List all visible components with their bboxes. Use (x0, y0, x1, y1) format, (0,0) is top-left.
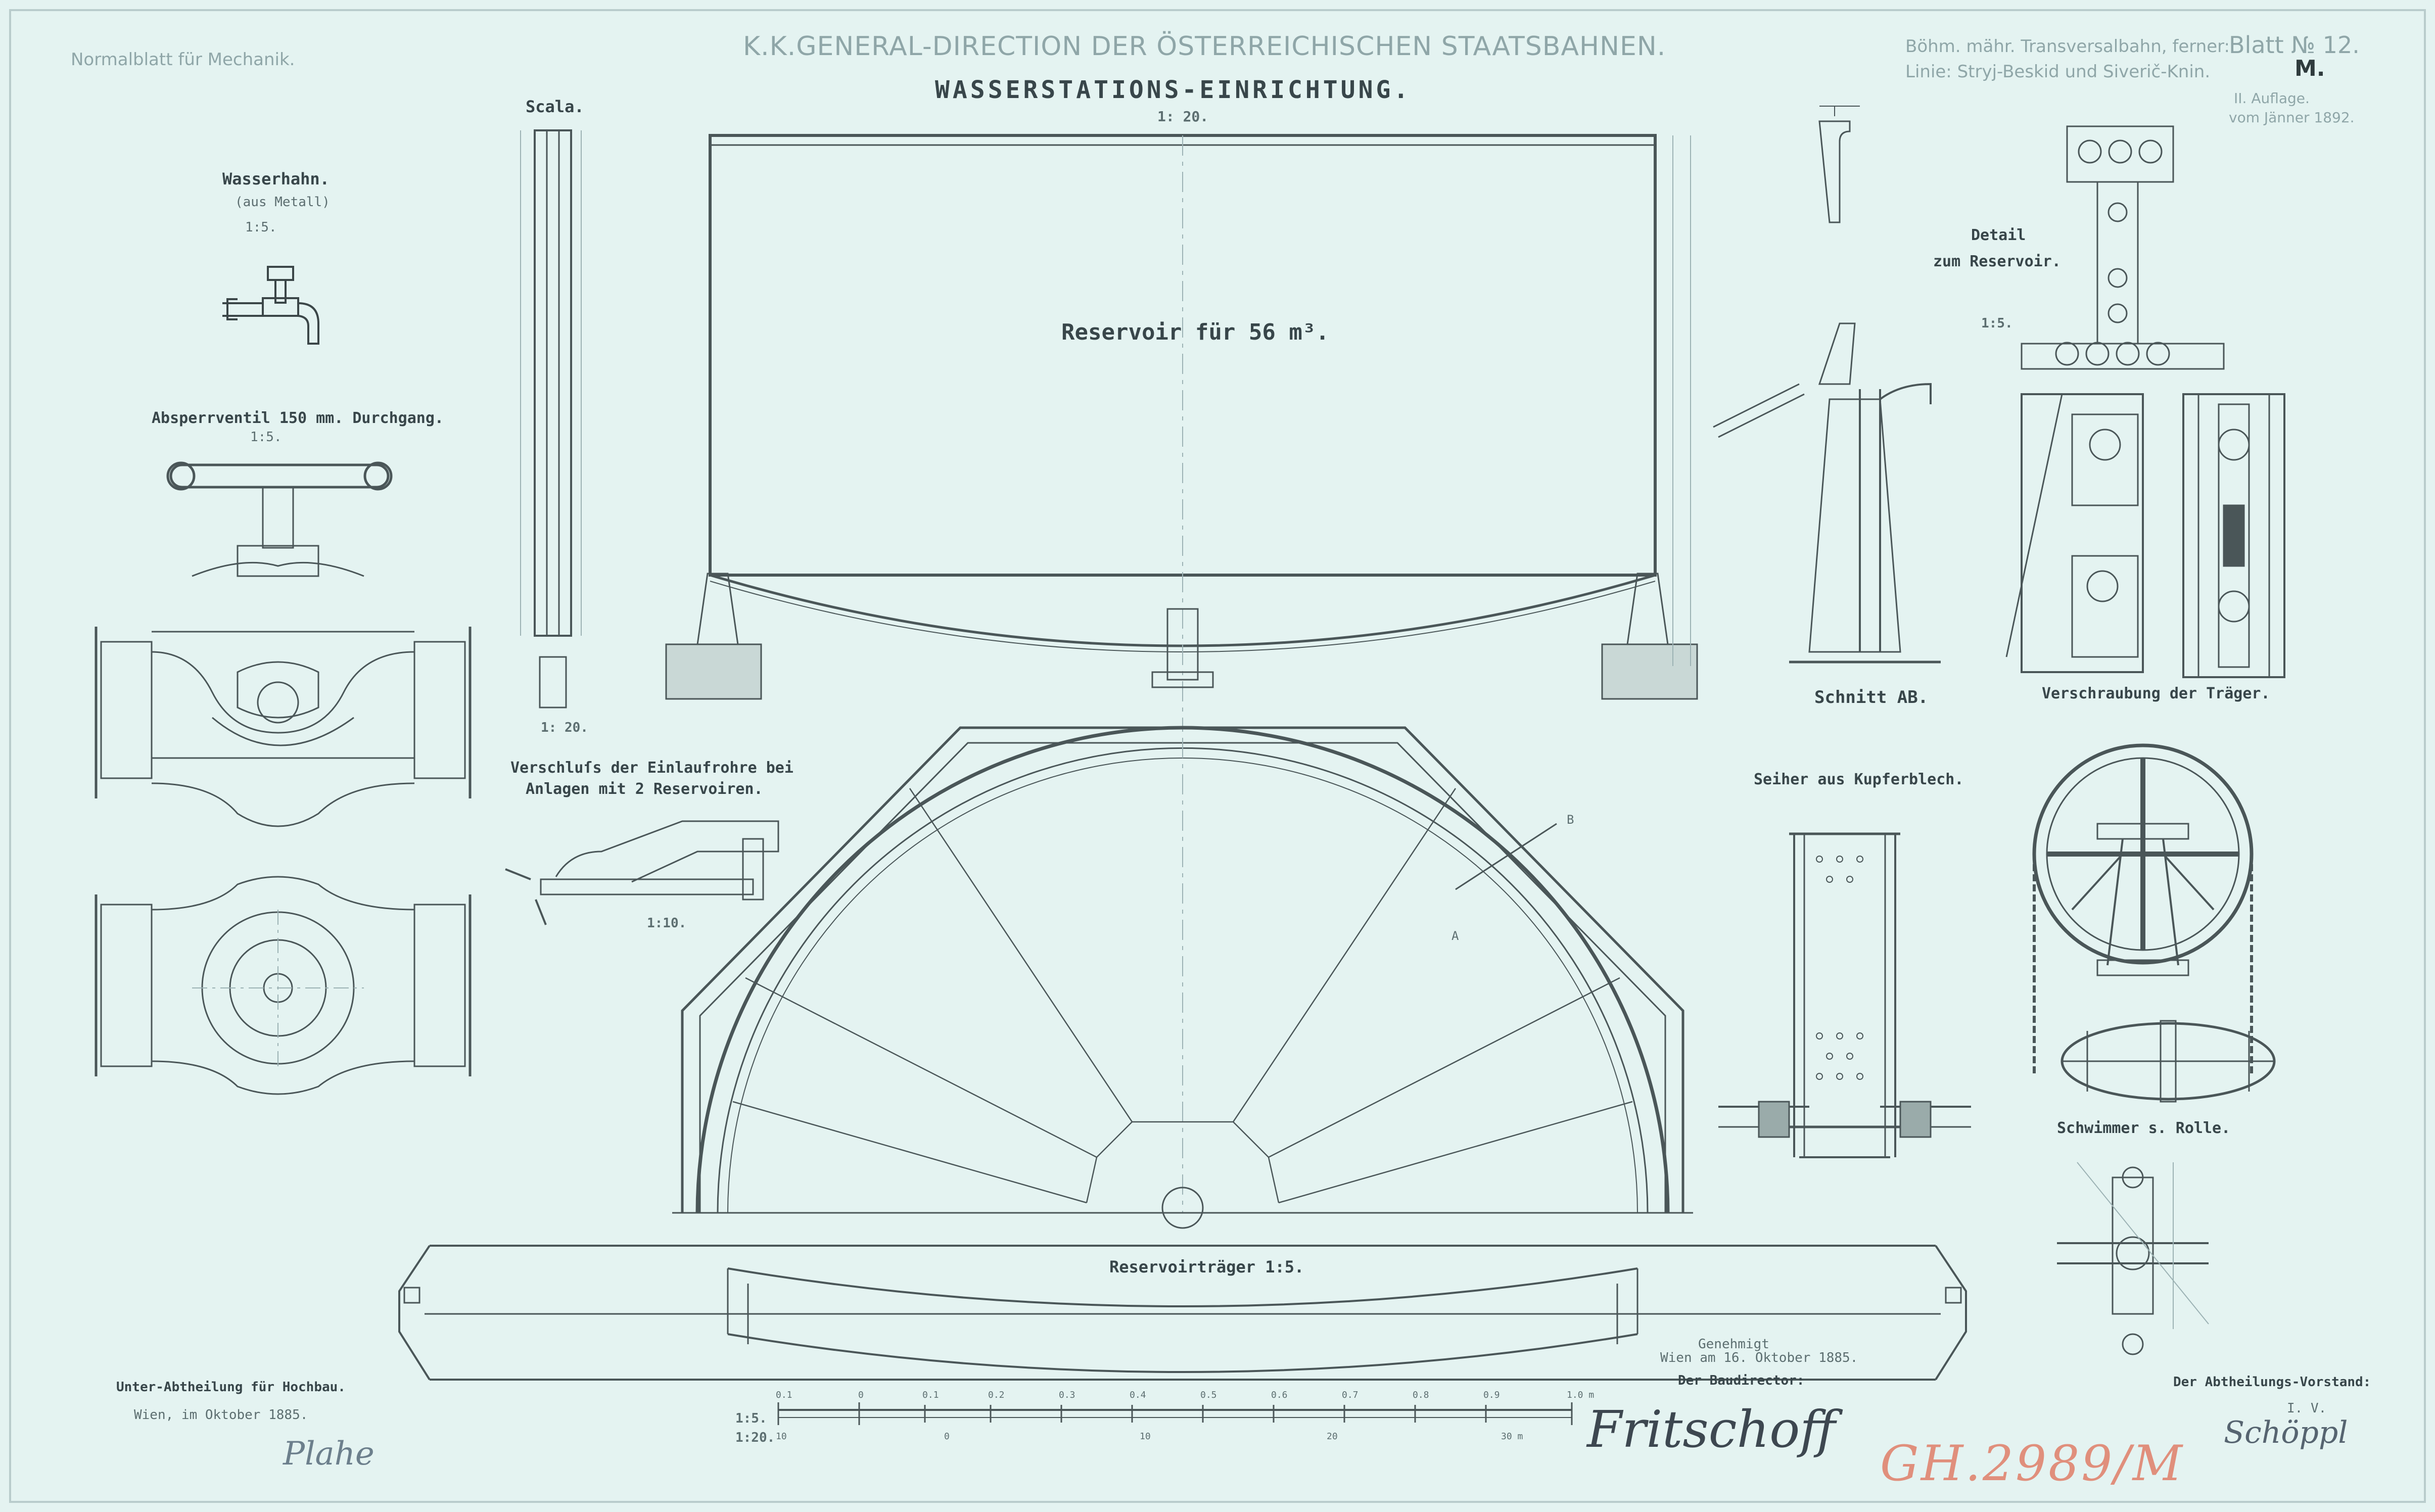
inlet-seal-drawing (505, 820, 779, 925)
reservoir-title: Reservoir für 56 m³. (1061, 319, 1329, 345)
scale-tick-bottom: 10 (1140, 1431, 1151, 1442)
baudirector-label: Der Baudirector: (1678, 1373, 1805, 1388)
reservoir-beam-drawing (398, 1245, 1967, 1381)
signature-center: Fritschoff (1587, 1400, 1836, 1459)
edition: II. Auflage. (2234, 90, 2310, 107)
scala-scale: 1: 20. (541, 720, 588, 735)
verschluss-scale: 1:10. (647, 916, 687, 931)
scale-tick: 1.0 m (1567, 1390, 1595, 1400)
reservoirtraeger-title: Reservoirträger 1:5. (1109, 1257, 1304, 1277)
edition-date: vom Jänner 1892. (2229, 109, 2355, 126)
normalblatt-label: Normalblatt für Mechanik. (71, 50, 295, 70)
wasserhahn-note: (aus Metall) (235, 195, 330, 210)
reservoir-scale: 1: 20. (1157, 108, 1209, 125)
directorate-heading: K.K.GENERAL-DIRECTION DER ÖSTERREICHISCH… (743, 31, 1666, 62)
seiher-title: Seiher aus Kupferblech. (1754, 771, 1964, 788)
sheet-title: WASSERSTATIONS-EINRICHTUNG. (935, 76, 1412, 104)
sheet-border (9, 9, 2426, 1503)
scale-tick: 0.7 (1342, 1390, 1359, 1400)
scale-tick: 0.8 (1413, 1390, 1429, 1400)
reservoir-detail-drawing (1713, 106, 2285, 678)
reservoir-plan-drawing (672, 726, 1693, 1229)
scale-tick: 0.1 (776, 1390, 792, 1400)
scale-tick-bottom: 20 (1327, 1431, 1338, 1442)
scale-label-2: 1:20. (735, 1430, 775, 1445)
scale-tick: 0.9 (1483, 1390, 1500, 1400)
verschluss-title-2: Anlagen mit 2 Reservoiren. (526, 780, 763, 798)
absperrventil-title: Absperrventil 150 mm. Durchgang. (152, 409, 444, 427)
blatt-number: Blatt № 12. (2229, 31, 2360, 59)
railway-lines-1: Böhm. mähr. Transversalbahn, ferner: (1905, 36, 2230, 57)
absperrventil-scale: 1:5. (250, 430, 282, 445)
scale-bar (777, 1402, 1573, 1425)
reservoir-drawing (665, 134, 1698, 732)
scale-tick-bottom: 10 (776, 1431, 787, 1442)
archive-stamp: GH.2989/M (1880, 1435, 2184, 1492)
scale-tick: 0.1 (922, 1390, 939, 1400)
railway-lines-2: Linie: Stryj-Beskid und Siverič-Knin. (1905, 62, 2211, 82)
schwimmer-title: Schwimmer s. Rolle. (2057, 1119, 2231, 1137)
scala-title: Scala. (526, 97, 584, 116)
wasserhahn-scale: 1:5. (245, 220, 277, 235)
blatt-sub: M. (2294, 56, 2325, 81)
section-label-a: A (1451, 929, 1459, 943)
footer-date: Wien, im Oktober 1885. (134, 1407, 308, 1423)
scale-label-1: 1:5. (735, 1411, 767, 1426)
scale-tick: 0.5 (1200, 1390, 1217, 1400)
scale-tick-bottom: 30 m (1501, 1431, 1523, 1442)
schnitt-title: Schnitt AB. (1814, 687, 1929, 707)
section-label-b: B (1567, 813, 1574, 827)
detail-title-2: zum Reservoir. (1933, 253, 2061, 270)
approved-date: Wien am 16. Oktober 1885. (1660, 1350, 1858, 1365)
wasserhahn-title: Wasserhahn. (222, 169, 330, 188)
abtheilung-label: Der Abtheilungs-Vorstand: (2173, 1375, 2371, 1390)
signature-right: Schöppl (2224, 1415, 2348, 1450)
approved-label: Genehmigt (1698, 1337, 1769, 1352)
scale-tick: 0 (858, 1390, 864, 1400)
gauge-scale-drawing (520, 129, 582, 708)
float-pulley-drawing (2032, 743, 2276, 1355)
verschluss-title-1: Verschluſs der Einlaufrohre bei (510, 759, 793, 777)
scale-tick: 0.3 (1059, 1390, 1075, 1400)
scale-tick: 0.2 (988, 1390, 1005, 1400)
detail-title-1: Detail (1971, 226, 2026, 244)
water-tap-drawing (222, 266, 319, 345)
strainer-drawing (1718, 832, 1971, 1158)
detail-scale: 1:5. (1981, 316, 2013, 331)
verschraubung-title: Verschraubung der Träger. (2042, 685, 2270, 702)
scale-tick-bottom: 0 (944, 1431, 950, 1442)
scale-tick: 0.4 (1130, 1390, 1146, 1400)
footer-department: Unter-Abtheilung für Hochbau. (116, 1380, 346, 1395)
iv-label: I. V. (2287, 1401, 2327, 1416)
shut-off-valve-drawing (95, 461, 472, 1095)
signature-left: Plahe (283, 1435, 374, 1473)
scale-tick: 0.6 (1271, 1390, 1288, 1400)
